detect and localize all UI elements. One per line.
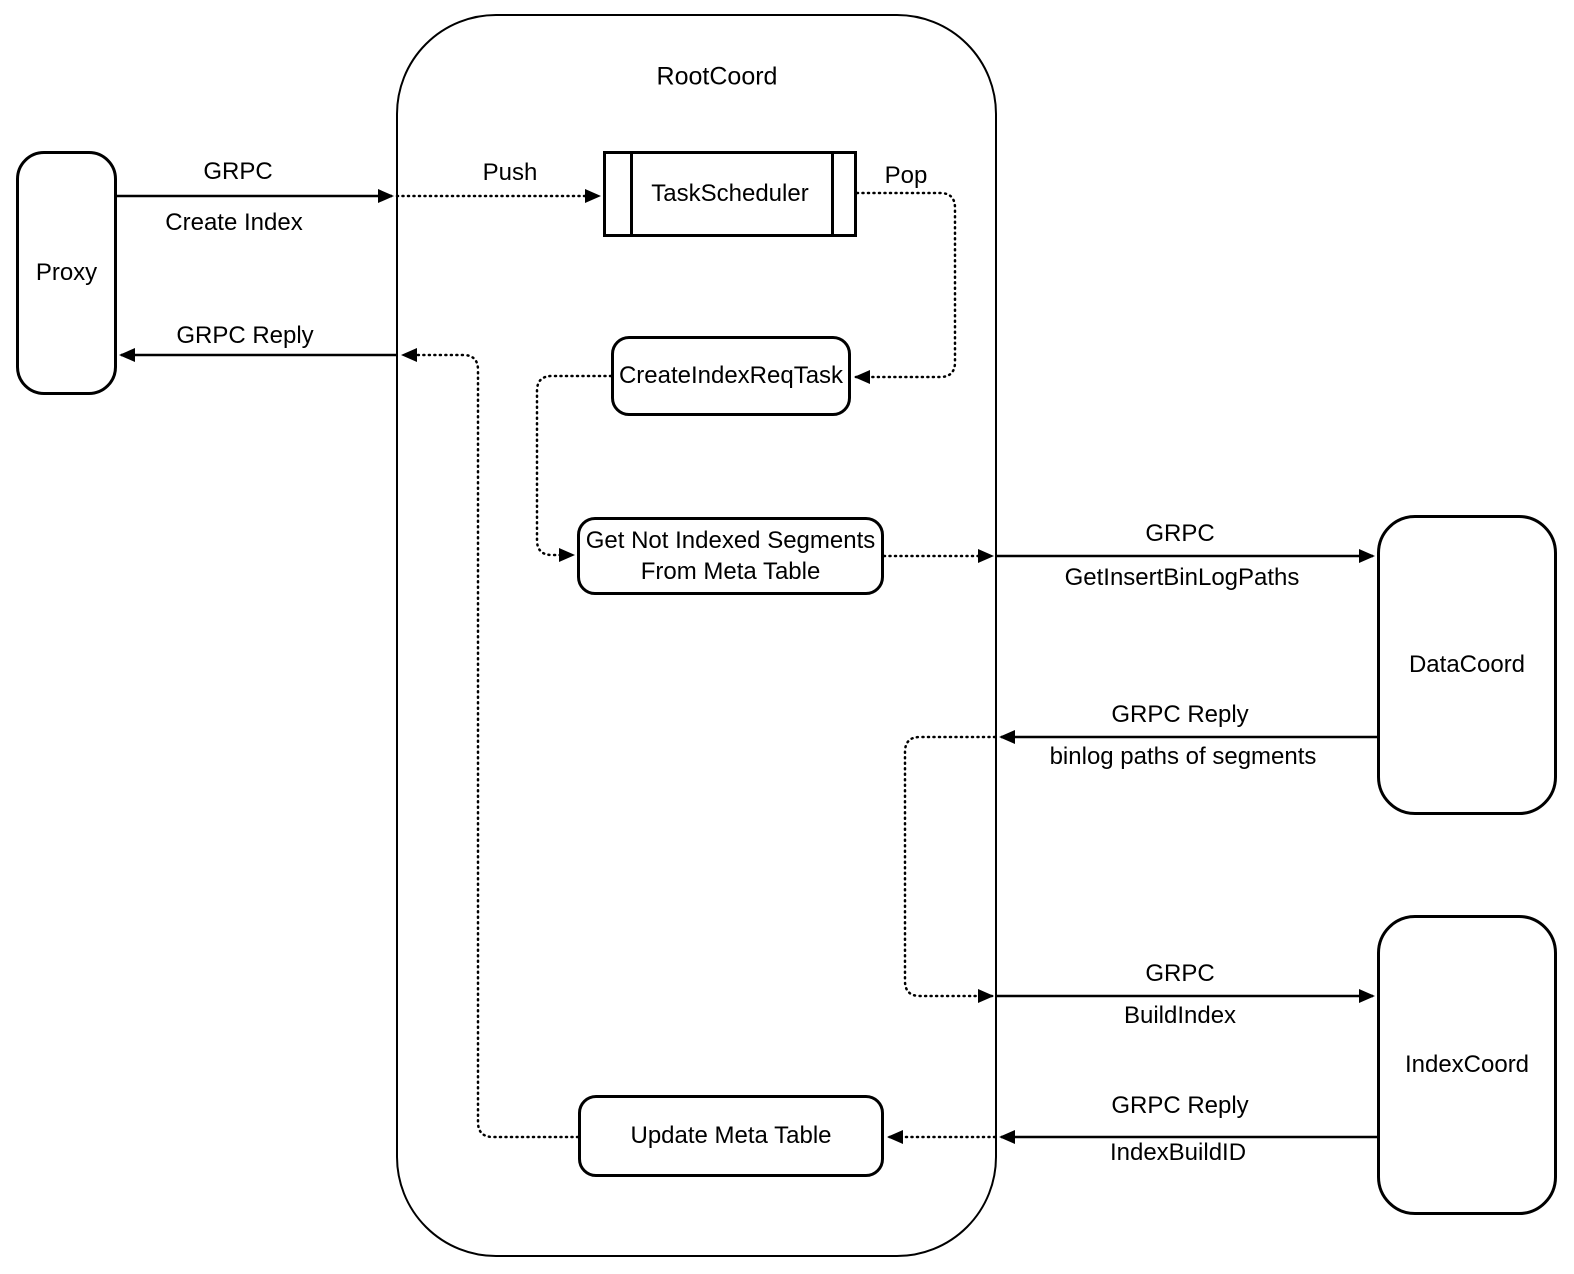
edge-label-create-index: Create Index — [165, 209, 303, 236]
edge-pop-line — [854, 191, 957, 384]
edge-reqtask-to-getsegments-line — [535, 374, 613, 562]
rootcoord-container — [396, 14, 997, 1257]
edge-label-binlog-paths: binlog paths of segments — [1049, 743, 1317, 770]
update-meta-table-label: Update Meta Table — [630, 1122, 832, 1150]
datacoord-node: DataCoord — [1377, 515, 1557, 815]
indexcoord-label: IndexCoord — [1404, 1051, 1530, 1079]
task-scheduler-left-bar — [630, 151, 633, 237]
edge-label-grpc-indexcoord: GRPC — [1145, 960, 1215, 987]
indexcoord-node: IndexCoord — [1377, 915, 1557, 1215]
get-not-indexed-segments-label-line2: From Meta Table — [640, 558, 821, 585]
edge-label-grpc-reply-proxy: GRPC Reply — [176, 322, 314, 349]
edge-label-pop: Pop — [884, 162, 928, 189]
edge-label-grpc-reply-datacoord: GRPC Reply — [1111, 701, 1249, 728]
edge-label-buildindex: BuildIndex — [1123, 1002, 1237, 1029]
edge-label-indexbuildid: IndexBuildID — [1109, 1139, 1247, 1166]
update-meta-table-node: Update Meta Table — [578, 1095, 884, 1177]
get-not-indexed-segments-node: Get Not Indexed Segments From Meta Table — [577, 517, 884, 595]
task-scheduler-node: TaskScheduler — [603, 151, 857, 237]
task-scheduler-label: TaskScheduler — [651, 180, 809, 208]
task-scheduler-right-bar — [831, 151, 834, 237]
edge-label-getinsertbinlogpaths: GetInsertBinLogPaths — [1064, 564, 1300, 591]
edge-updatemeta-to-reply-line — [401, 348, 580, 1139]
edge-label-grpc-create: GRPC — [203, 158, 273, 185]
edge-label-grpc-datacoord: GRPC — [1145, 520, 1215, 547]
proxy-node: Proxy — [16, 151, 117, 395]
edge-reply-to-buildindex-line — [903, 735, 997, 1003]
datacoord-label: DataCoord — [1408, 651, 1526, 679]
proxy-label: Proxy — [35, 259, 98, 287]
get-not-indexed-segments-label-line1: Get Not Indexed Segments — [585, 526, 876, 554]
edge-label-grpc-reply-indexcoord: GRPC Reply — [1111, 1092, 1249, 1119]
edge-label-push: Push — [482, 159, 538, 186]
create-index-req-task-node: CreateIndexReqTask — [611, 336, 851, 416]
create-index-req-task-label: CreateIndexReqTask — [618, 362, 844, 390]
rootcoord-title: RootCoord — [656, 62, 778, 91]
